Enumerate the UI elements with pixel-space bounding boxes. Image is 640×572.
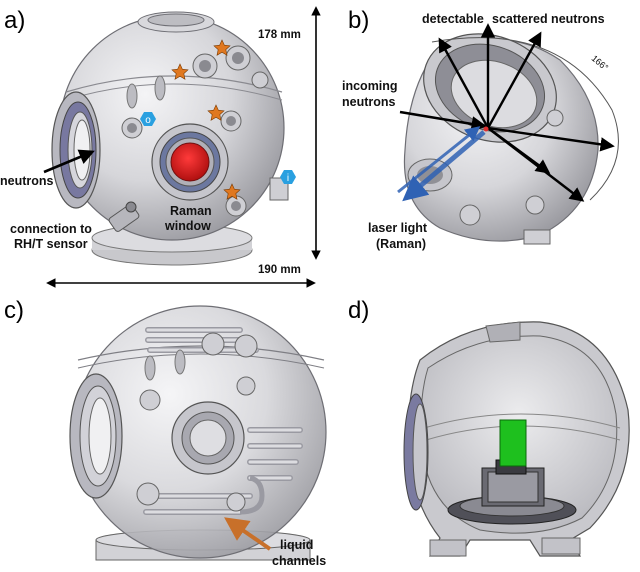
scatter-arrow-1 [438, 37, 490, 129]
badge-o-label: o [145, 115, 151, 126]
detectable-label: detectable [422, 12, 484, 26]
marker-star-1 [213, 39, 231, 56]
incoming-label-line1: incoming [342, 79, 398, 93]
connection-label-line2: RH/T sensor [14, 237, 88, 251]
scattered-label: scattered neutrons [492, 12, 605, 26]
badge-o: o [140, 112, 156, 126]
neutron-window-port [51, 91, 101, 209]
scatter-arrow-3 [486, 31, 542, 129]
incoming-neutron-arrow [399, 110, 488, 132]
laser-arrow-out [402, 130, 486, 202]
width-dimension-label: 190 mm [258, 264, 301, 276]
badge-i: i [280, 170, 296, 184]
rht-sensor-connector [108, 201, 140, 232]
raman-label-line2: window [164, 219, 211, 233]
laser-arrow-in [397, 126, 481, 194]
laser-label-line2: (Raman) [376, 237, 426, 251]
raman-label-line1: Raman [170, 204, 212, 218]
raman-window [151, 123, 229, 201]
green-sample-block [499, 419, 527, 467]
scatter-arrow-4 [487, 126, 615, 152]
neutrons-arrow [43, 149, 95, 174]
panel-c-letter: c) [4, 297, 24, 324]
panel-a-letter: a) [4, 7, 25, 34]
panel-b: b) 166° detectable scattered neutrons in [342, 7, 619, 251]
liquid-label-line1: liquid [280, 538, 313, 552]
badge-i-label: i [287, 173, 289, 184]
panel-d: d) [348, 297, 630, 557]
angle-label: 166° [590, 53, 611, 73]
panel-d-letter: d) [348, 297, 369, 324]
neutrons-label: neutrons [0, 174, 54, 188]
angle-arc [431, 37, 619, 201]
scatter-arrow-6 [487, 127, 551, 174]
marker-star-4 [223, 183, 241, 200]
liquid-channels-arrow [224, 517, 272, 551]
laser-label-line1: laser light [368, 221, 428, 235]
panel-b-letter: b) [348, 7, 369, 34]
incoming-label-line2: neutrons [342, 95, 396, 109]
liquid-label-line2: channels [272, 554, 326, 568]
panel-c: c) liquid channels [4, 297, 327, 568]
height-dimension-label: 178 mm [258, 29, 301, 41]
connection-label-line1: connection to [10, 222, 92, 236]
marker-star-2 [171, 63, 189, 80]
marker-star-3 [207, 104, 225, 121]
panel-a: a) [0, 6, 321, 288]
